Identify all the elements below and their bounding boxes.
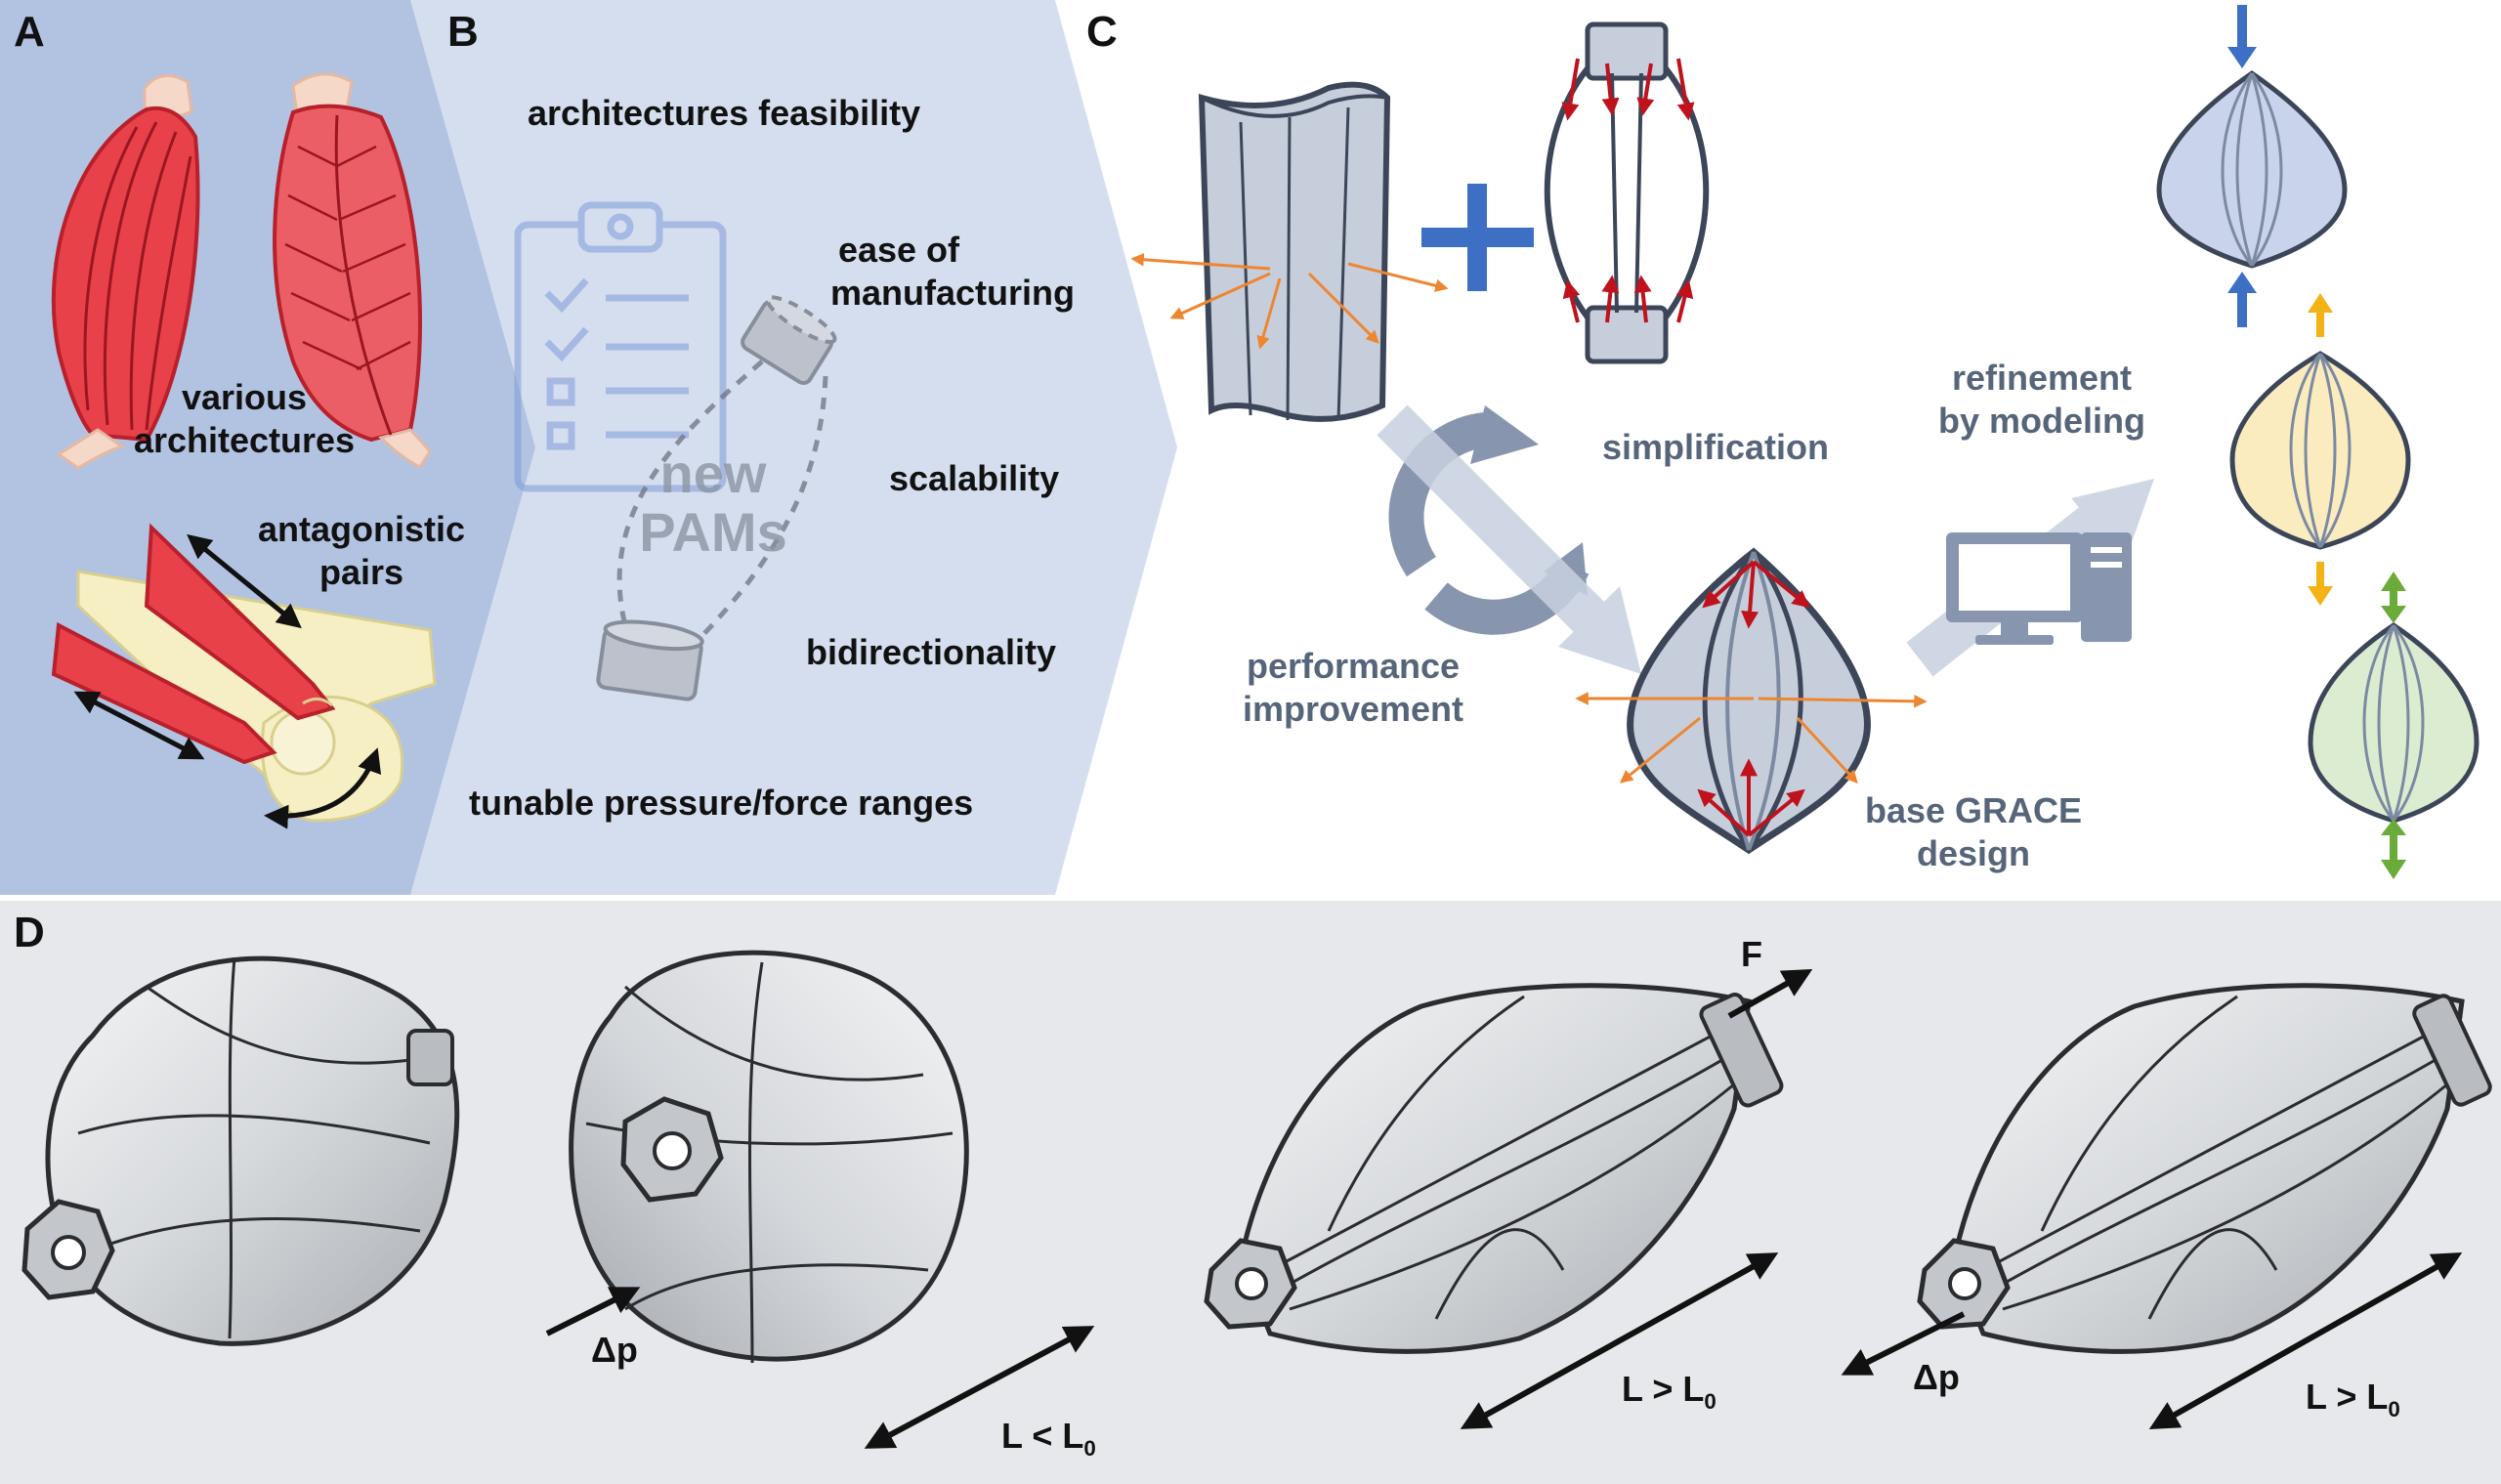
label-various-architectures: various architectures bbox=[133, 377, 356, 460]
criterion-tunable-ranges: tunable pressure/force ranges bbox=[469, 783, 974, 823]
label-length-long-1: L > L0 bbox=[1622, 1369, 1717, 1414]
force-arrow bbox=[1727, 969, 1813, 1019]
criterion-ease-of-manufacturing: ease of manufacturing bbox=[829, 230, 1075, 313]
label-refinement-by-modeling: refinement by modeling bbox=[1937, 358, 2145, 441]
label-length-long-2: L > L0 bbox=[2306, 1377, 2400, 1421]
reinforced-tube bbox=[1544, 21, 1710, 364]
new-pam-sketch bbox=[596, 295, 837, 701]
computer-icon bbox=[1946, 532, 2132, 645]
variant-blue bbox=[2156, 5, 2348, 327]
label-performance-improvement: performance improvement bbox=[1242, 646, 1464, 729]
panel-a-rotation-arrow bbox=[264, 747, 382, 829]
criterion-bidirectionality: bidirectionality bbox=[806, 632, 1057, 672]
variant-yellow bbox=[2229, 293, 2411, 606]
panel-a-length-arrow-upper bbox=[187, 533, 302, 629]
plus-icon bbox=[1421, 184, 1534, 291]
panel-a-muscle-pennate bbox=[273, 72, 432, 469]
panel-a-muscle-fusiform bbox=[51, 73, 200, 470]
label-force: F bbox=[1741, 934, 1762, 974]
panel-label-b: B bbox=[447, 8, 479, 56]
pressure-arrow-1 bbox=[545, 1287, 641, 1336]
panel-label-a: A bbox=[14, 8, 45, 56]
label-simplification: simplification bbox=[1602, 427, 1830, 467]
panel-label-c: C bbox=[1086, 8, 1118, 56]
render-compact-front bbox=[569, 950, 969, 1364]
render-compact-side bbox=[21, 955, 460, 1346]
pressure-arrow-2 bbox=[1841, 1311, 1966, 1376]
panel-label-d: D bbox=[14, 909, 45, 956]
diagonal-arrow-simplify bbox=[1377, 404, 1641, 674]
clipboard-icon bbox=[514, 201, 727, 492]
variant-green bbox=[2308, 572, 2480, 879]
criterion-architectures-feasibility: architectures feasibility bbox=[528, 93, 921, 133]
label-antagonistic-pairs: antagonistic pairs bbox=[257, 509, 466, 592]
label-base-grace-design: base GRACE design bbox=[1864, 790, 2083, 873]
criterion-scalability: scalability bbox=[889, 458, 1060, 498]
label-new-pams: new PAMs bbox=[639, 443, 787, 563]
label-delta-p-2: Δp bbox=[1913, 1357, 1960, 1397]
label-length-short: L < L0 bbox=[1001, 1416, 1096, 1461]
bellows-cylinder bbox=[1130, 81, 1449, 422]
length-arrow-short bbox=[864, 1326, 1095, 1449]
base-grace-design bbox=[1575, 547, 1928, 855]
length-arrow-long-2 bbox=[2148, 1252, 2463, 1429]
length-arrow-long-1 bbox=[1460, 1252, 1779, 1429]
label-delta-p-1: Δp bbox=[591, 1330, 638, 1370]
panel-a-length-arrow-lower bbox=[73, 691, 205, 760]
